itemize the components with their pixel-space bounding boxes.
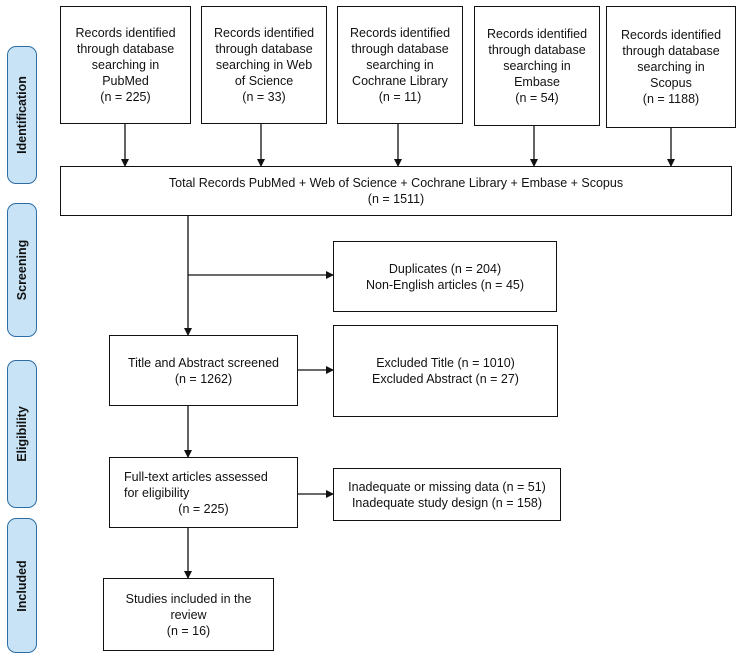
embase-line-2: through database bbox=[488, 43, 586, 57]
stage-label-included: Included bbox=[15, 559, 29, 612]
wos-line-1: Records identified bbox=[213, 26, 315, 40]
stage-screening: Screening bbox=[7, 203, 37, 337]
pubmed-line-3: searching in bbox=[91, 58, 160, 72]
total-line-1: Total Records PubMed + Web of Science + … bbox=[168, 176, 624, 190]
title-abstract-line-2: (n = 1262) bbox=[174, 371, 233, 386]
scopus-line-5: (n = 1188) bbox=[642, 92, 700, 106]
stage-included: Included bbox=[7, 518, 37, 653]
embase-line-3: searching in bbox=[503, 59, 571, 73]
duplicates-line-2: Non-English articles (n = 45) bbox=[365, 277, 525, 292]
source-cochrane-box: Records identified through database sear… bbox=[337, 6, 463, 124]
excluded-ta-line-1: Excluded Title (n = 1010) bbox=[376, 356, 515, 370]
source-wos-box: Records identified through database sear… bbox=[201, 6, 327, 124]
wos-line-3: searching in Web bbox=[215, 58, 313, 72]
pubmed-line-4: PubMed bbox=[102, 74, 149, 88]
wos-line-4: of Science bbox=[234, 74, 294, 88]
excluded-title-abstract-box: Excluded Title (n = 1010) Excluded Abstr… bbox=[333, 325, 558, 417]
stage-identification: Identification bbox=[7, 46, 37, 184]
cochrane-line-4: Cochrane Library bbox=[352, 74, 448, 88]
included-line-1: Studies included in the bbox=[125, 591, 252, 606]
scopus-line-3: searching in bbox=[637, 60, 705, 74]
fulltext-line-2: for eligibility bbox=[124, 485, 190, 500]
embase-line-4: Embase bbox=[514, 75, 560, 89]
embase-line-5: (n = 54) bbox=[515, 91, 559, 105]
excluded-ft-line-1: Inadequate or missing data (n = 51) bbox=[348, 479, 546, 494]
included-line-3: (n = 16) bbox=[166, 623, 211, 638]
pubmed-line-1: Records identified bbox=[75, 26, 176, 40]
cochrane-line-1: Records identified bbox=[349, 26, 451, 40]
fulltext-line-1: Full-text articles assessed bbox=[124, 469, 268, 484]
cochrane-line-5: (n = 11) bbox=[378, 90, 422, 104]
excluded-ta-line-2: Excluded Abstract (n = 27) bbox=[372, 372, 519, 386]
wos-line-5: (n = 33) bbox=[242, 90, 286, 104]
stage-label-screening: Screening bbox=[15, 239, 29, 301]
total-line-2: (n = 1511) bbox=[367, 192, 425, 206]
cochrane-line-2: through database bbox=[351, 42, 449, 56]
total-records-box: Total Records PubMed + Web of Science + … bbox=[60, 166, 732, 216]
stage-label-eligibility: Eligibility bbox=[15, 406, 29, 462]
excluded-ft-line-2: Inadequate study design (n = 158) bbox=[351, 495, 543, 510]
embase-line-1: Records identified bbox=[486, 27, 588, 41]
source-pubmed-box: Records identified through database sear… bbox=[60, 6, 191, 124]
cochrane-line-3: searching in bbox=[366, 58, 434, 72]
included-studies-box: Studies included in the review (n = 16) bbox=[103, 578, 274, 651]
duplicates-line-1: Duplicates (n = 204) bbox=[388, 261, 502, 276]
included-line-2: review bbox=[170, 607, 207, 622]
pubmed-line-5: (n = 225) bbox=[100, 90, 151, 104]
source-embase-box: Records identified through database sear… bbox=[474, 6, 600, 126]
scopus-line-2: through database bbox=[622, 44, 720, 58]
title-abstract-line-1: Title and Abstract screened bbox=[127, 355, 279, 370]
stage-eligibility: Eligibility bbox=[7, 360, 37, 508]
wos-line-2: through database bbox=[215, 42, 313, 56]
pubmed-line-2: through database bbox=[76, 42, 175, 56]
duplicates-box: Duplicates (n = 204) Non-English article… bbox=[333, 241, 557, 312]
scopus-line-1: Records identified bbox=[620, 28, 722, 42]
stage-label-identification: Identification bbox=[15, 76, 29, 154]
title-abstract-box: Title and Abstract screened (n = 1262) bbox=[109, 335, 298, 406]
source-scopus-box: Records identified through database sear… bbox=[606, 6, 736, 128]
fulltext-box: Full-text articles assessed for eligibil… bbox=[109, 457, 298, 528]
excluded-fulltext-box: Inadequate or missing data (n = 51) Inad… bbox=[333, 468, 561, 521]
fulltext-line-3: (n = 225) bbox=[178, 501, 229, 516]
scopus-line-4: Scopus bbox=[650, 76, 692, 90]
